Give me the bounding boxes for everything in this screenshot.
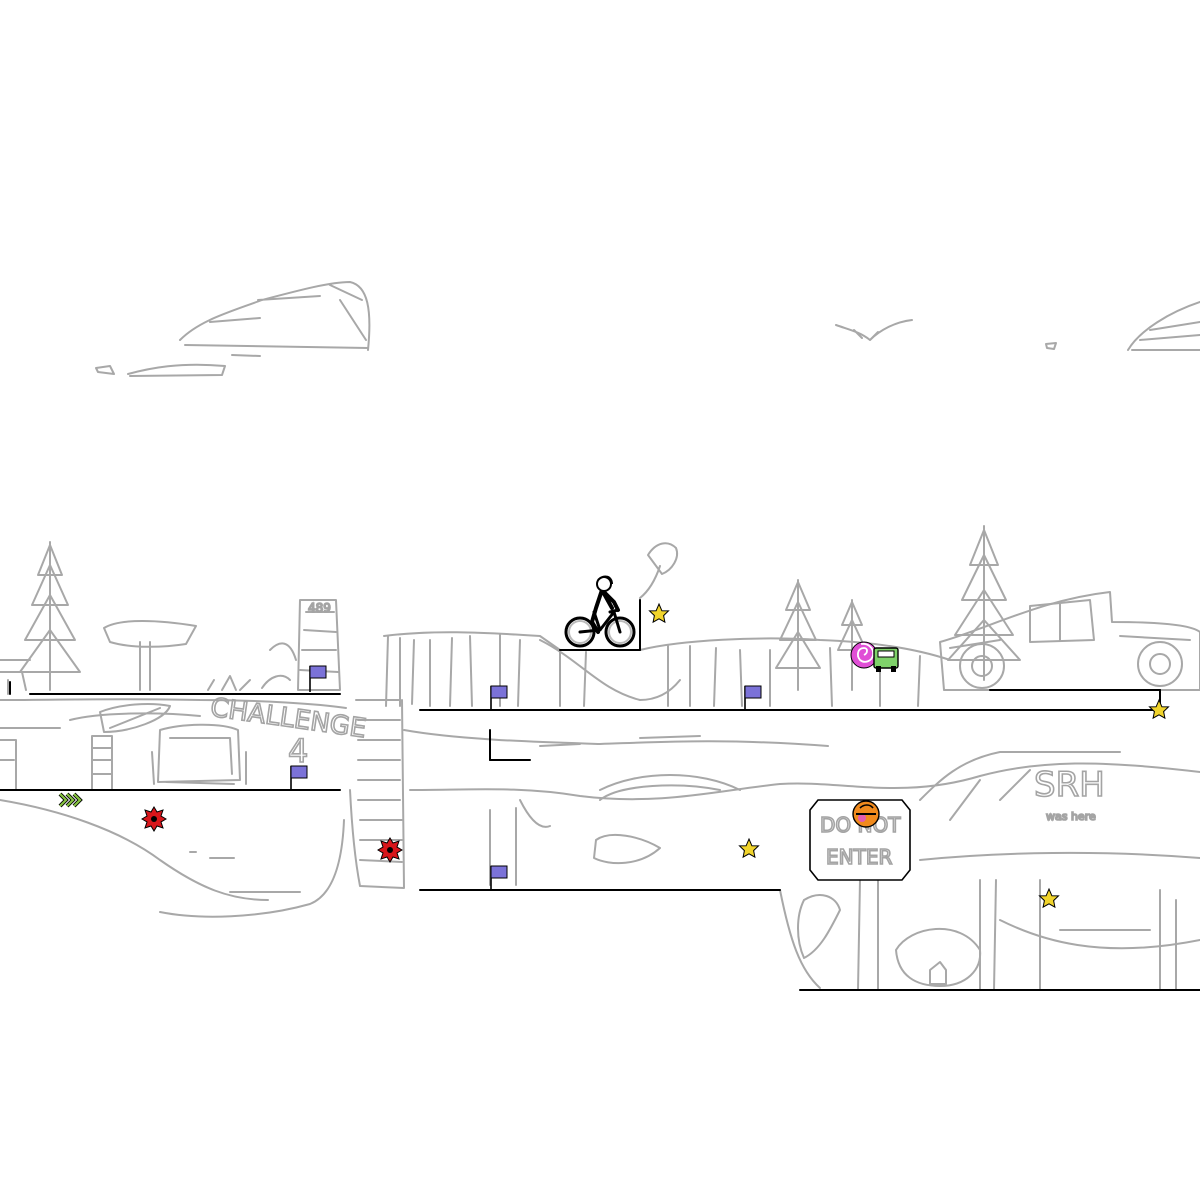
goal-star-icon xyxy=(738,837,760,859)
checkpoint-flag-icon xyxy=(490,865,508,890)
bomb-icon xyxy=(377,837,403,863)
bomb-icon xyxy=(141,806,167,832)
checkpoint-flag-icon xyxy=(309,665,327,692)
antigravity-icon xyxy=(852,800,880,828)
vehicle-powerup-truck-icon xyxy=(873,647,899,672)
goal-star-icon xyxy=(648,602,670,624)
checkpoint-flag-icon xyxy=(290,765,308,790)
goal-star-icon xyxy=(1148,698,1170,720)
birds-scenery xyxy=(835,319,913,341)
do-not-enter-sign: DO NOT ENTER xyxy=(809,799,911,881)
pine-trees-scenery xyxy=(19,525,1021,691)
sign-number-graffiti: 489 xyxy=(308,601,331,615)
ground-hatching-scenery xyxy=(0,699,405,918)
truck-scenery xyxy=(939,591,1200,691)
checkpoint-flag-icon xyxy=(490,685,508,710)
checkpoint-flags xyxy=(290,665,762,890)
challenge-number-graffiti: 4 xyxy=(288,732,308,770)
physics-track xyxy=(0,599,1200,991)
do-not-enter-text-line2: ENTER xyxy=(826,845,892,869)
bombs xyxy=(141,806,403,863)
clouds-scenery xyxy=(95,281,1200,377)
boost-chevron-icon xyxy=(58,792,83,808)
tunnel-scenery xyxy=(403,729,1200,991)
teleport-swirl-icon xyxy=(850,641,878,669)
goal-stars xyxy=(648,602,1170,909)
srh-graffiti: SRH xyxy=(1034,765,1105,805)
was-here-graffiti: was here xyxy=(1046,810,1096,823)
goal-star-icon xyxy=(1038,887,1060,909)
checkpoint-flag-icon xyxy=(744,685,762,710)
central-cliff-scenery xyxy=(383,542,951,707)
bmx-bike-rider-icon xyxy=(564,575,636,648)
